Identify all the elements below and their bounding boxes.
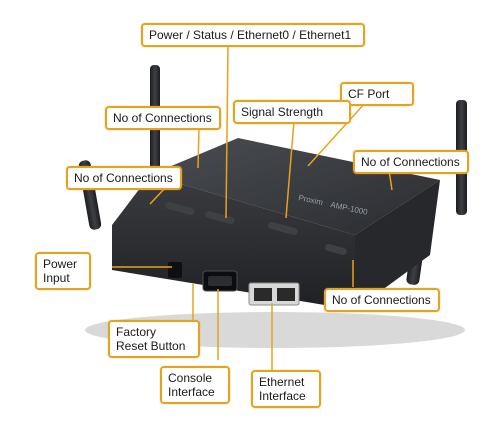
power-input-jack: [168, 262, 182, 278]
callout-power-input-text: Power Input: [43, 257, 78, 285]
callout-factory-reset-text: Factory Reset Button: [116, 325, 186, 353]
led-indicators: [165, 201, 347, 256]
callout-power-status-text: Power / Status / Ethernet0 / Ethernet1: [149, 28, 352, 42]
callout-power-input: Power Input: [35, 252, 91, 290]
callout-power-status: Power / Status / Ethernet0 / Ethernet1: [141, 23, 365, 47]
callout-console: Console Interface: [160, 366, 230, 404]
console-port: [202, 270, 238, 292]
callout-no-conn-right-text: No of Connections: [361, 155, 460, 169]
callout-console-text: Console Interface: [168, 371, 215, 399]
callout-no-conn-top-text: No of Connections: [113, 111, 212, 125]
callout-cf-port: CF Port: [340, 82, 414, 106]
ethernet-ports: [248, 282, 300, 306]
callout-signal-strength-text: Signal Strength: [241, 105, 324, 119]
callout-cf-port-text: CF Port: [348, 87, 390, 101]
callout-factory-reset: Factory Reset Button: [108, 320, 200, 358]
leader-cf-port: [307, 101, 367, 167]
callout-ethernet-text: Ethernet Interface: [259, 375, 306, 403]
device-side-face: [355, 180, 440, 310]
callout-no-conn-bottom-text: No of Connections: [332, 293, 431, 307]
callout-no-conn-right: No of Connections: [353, 150, 469, 174]
leader-no-conn-top: [197, 126, 200, 169]
callout-no-conn-left: No of Connections: [66, 166, 182, 190]
callout-no-conn-bottom: No of Connections: [324, 288, 440, 312]
device-top-face: [150, 138, 440, 235]
leader-signal: [285, 120, 295, 219]
callout-signal-strength: Signal Strength: [233, 100, 351, 124]
callout-no-conn-top: No of Connections: [105, 106, 221, 130]
callout-ethernet: Ethernet Interface: [251, 370, 321, 408]
callout-no-conn-left-text: No of Connections: [74, 171, 173, 185]
leader-power-status: [225, 43, 229, 219]
